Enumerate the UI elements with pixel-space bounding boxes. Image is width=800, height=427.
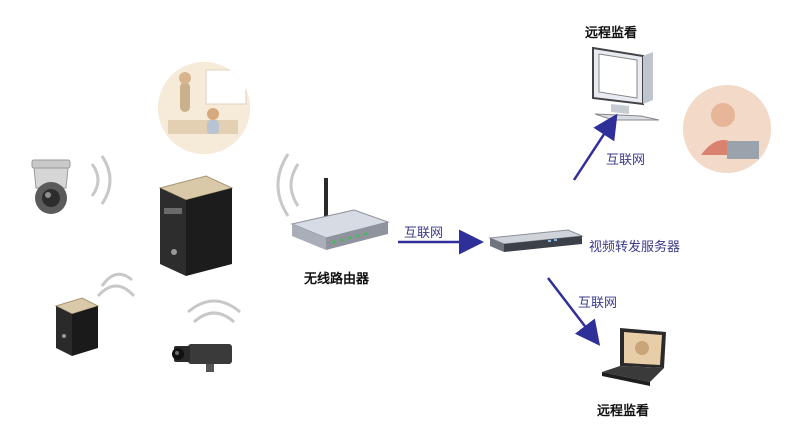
internet-label-mid: 互联网: [404, 226, 444, 241]
router-label: 无线路由器: [304, 272, 370, 287]
wifi-waves-icon: [276, 153, 300, 217]
rack-server-icon: [488, 229, 584, 252]
server-to-laptop-arrow: [547, 277, 601, 346]
wifi-waves-icon: [90, 155, 112, 205]
home-scene-photo: [158, 62, 250, 154]
internet-label-top: 互联网: [606, 153, 646, 168]
nvr-box-icon: [158, 175, 234, 276]
internet-label-bottom: 互联网: [578, 296, 618, 311]
bullet-camera-icon: [172, 344, 232, 372]
wireless-router-icon: [290, 178, 390, 250]
wifi-waves-icon: [96, 272, 136, 298]
dome-camera-icon: [31, 159, 71, 214]
laptop-icon: [602, 328, 666, 386]
monitor-icon: [592, 46, 660, 121]
small-box-camera-icon: [54, 297, 100, 356]
remote-monitor-top-label: 远程监看: [585, 26, 638, 41]
remote-monitor-bottom-label: 远程监看: [597, 404, 650, 419]
server-label: 视频转发服务器: [589, 240, 681, 255]
office-person-photo: [683, 85, 771, 173]
server-to-monitor-arrow: [572, 113, 618, 181]
wifi-waves-icon: [187, 299, 241, 324]
